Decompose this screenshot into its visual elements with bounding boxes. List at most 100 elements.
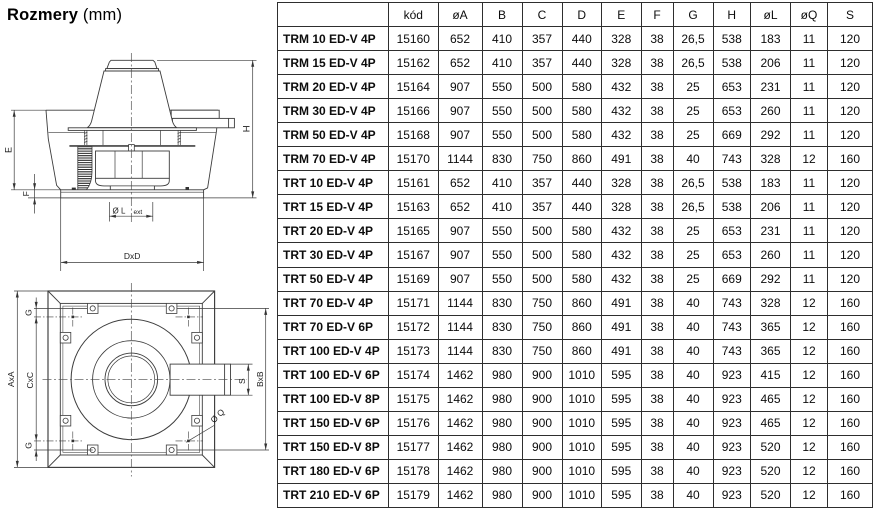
value-cell: 432 — [601, 74, 642, 100]
value-cell: 1010 — [561, 410, 602, 436]
value-cell: 120 — [827, 26, 873, 52]
value-cell: 652 — [437, 50, 483, 76]
model-cell: TRT 70 ED-V 4P — [277, 290, 389, 316]
value-cell: 550 — [481, 122, 523, 148]
value-cell: 160 — [827, 410, 873, 436]
value-cell: 500 — [521, 122, 563, 148]
value-cell: 183 — [750, 170, 791, 196]
value-cell: 980 — [481, 410, 523, 436]
value-cell: 120 — [827, 98, 873, 124]
header-cell: D — [561, 1, 602, 28]
side-view — [45, 59, 235, 199]
value-cell: 12 — [790, 410, 828, 436]
value-cell: 38 — [640, 98, 674, 124]
value-cell: 38 — [640, 410, 674, 436]
value-cell: 120 — [827, 218, 873, 244]
value-cell: 1144 — [437, 338, 483, 364]
value-cell: 15163 — [388, 194, 439, 220]
value-cell: 900 — [521, 482, 563, 508]
value-cell: 653 — [712, 242, 751, 268]
value-cell: 652 — [437, 26, 483, 52]
value-cell: 860 — [561, 146, 602, 172]
value-cell: 580 — [561, 122, 602, 148]
dimension-arrows — [12, 60, 268, 468]
dim-label-axa: AxA — [6, 371, 16, 387]
value-cell: 120 — [827, 50, 873, 76]
value-cell: 1144 — [437, 146, 483, 172]
value-cell: 743 — [712, 314, 751, 340]
value-cell: 1144 — [437, 290, 483, 316]
value-cell: 160 — [827, 434, 873, 460]
model-cell: TRM 50 ED-V 4P — [277, 122, 389, 148]
model-cell: TRT 50 ED-V 4P — [277, 266, 389, 292]
value-cell: 40 — [672, 434, 714, 460]
model-cell: TRT 100 ED-V 4P — [277, 338, 389, 364]
value-cell: 980 — [481, 482, 523, 508]
model-cell: TRT 15 ED-V 4P — [277, 194, 389, 220]
value-cell: 595 — [601, 362, 642, 388]
value-cell: 40 — [672, 386, 714, 412]
model-cell: TRT 20 ED-V 4P — [277, 218, 389, 244]
value-cell: 500 — [521, 266, 563, 292]
value-cell: 40 — [672, 410, 714, 436]
header-model-cell — [277, 1, 389, 28]
value-cell: 26,5 — [672, 50, 714, 76]
dim-label-bxb: BxB — [255, 371, 265, 387]
value-cell: 830 — [481, 146, 523, 172]
model-cell: TRM 20 ED-V 4P — [277, 74, 389, 100]
value-cell: 38 — [640, 146, 674, 172]
value-cell: 500 — [521, 218, 563, 244]
value-cell: 160 — [827, 338, 873, 364]
value-cell: 440 — [561, 194, 602, 220]
value-cell: 38 — [640, 362, 674, 388]
value-cell: 595 — [601, 482, 642, 508]
value-cell: 1462 — [437, 482, 483, 508]
value-cell: 292 — [750, 266, 791, 292]
value-cell: 38 — [640, 194, 674, 220]
value-cell: 550 — [481, 266, 523, 292]
value-cell: 11 — [790, 266, 828, 292]
header-cell: øQ — [790, 1, 828, 28]
value-cell: 292 — [750, 122, 791, 148]
value-cell: 206 — [750, 194, 791, 220]
value-cell: 260 — [750, 98, 791, 124]
value-cell: 40 — [672, 458, 714, 484]
value-cell: 25 — [672, 242, 714, 268]
value-cell: 357 — [521, 26, 563, 52]
value-cell: 12 — [790, 434, 828, 460]
value-cell: 410 — [481, 50, 523, 76]
page-title: Rozmery (mm) — [7, 6, 122, 25]
value-cell: 491 — [601, 290, 642, 316]
header-cell: B — [481, 1, 523, 28]
value-cell: 12 — [790, 290, 828, 316]
value-cell: 11 — [790, 218, 828, 244]
value-cell: 595 — [601, 458, 642, 484]
value-cell: 12 — [790, 338, 828, 364]
value-cell: 538 — [712, 170, 751, 196]
value-cell: 750 — [521, 314, 563, 340]
value-cell: 1010 — [561, 482, 602, 508]
value-cell: 328 — [601, 170, 642, 196]
model-cell: TRT 100 ED-V 8P — [277, 386, 389, 412]
dim-label-dxd: DxD — [124, 251, 141, 261]
value-cell: 465 — [750, 410, 791, 436]
value-cell: 440 — [561, 170, 602, 196]
value-cell: 1010 — [561, 458, 602, 484]
value-cell: 160 — [827, 362, 873, 388]
value-cell: 860 — [561, 290, 602, 316]
value-cell: 900 — [521, 362, 563, 388]
value-cell: 15162 — [388, 50, 439, 76]
value-cell: 260 — [750, 242, 791, 268]
model-cell: TRT 180 ED-V 6P — [277, 458, 389, 484]
value-cell: 1144 — [437, 314, 483, 340]
value-cell: 432 — [601, 122, 642, 148]
value-cell: 40 — [672, 314, 714, 340]
